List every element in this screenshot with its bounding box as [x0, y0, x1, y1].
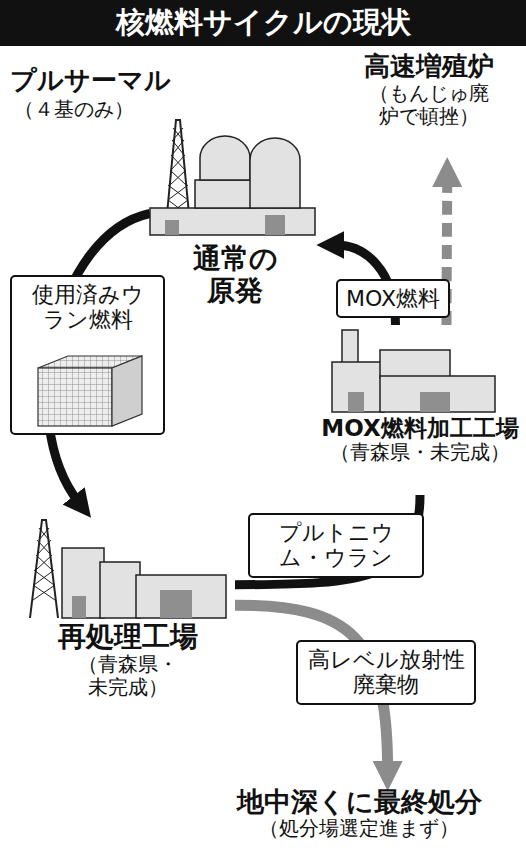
nuclear-plant-icon-part: [150, 208, 315, 235]
edge-label: プルトニウム・ウラン: [258, 520, 414, 571]
reprocessing-plant-icon: [30, 520, 226, 618]
mox-plant-node: MOX燃料加工工場（青森県・未完成）: [318, 325, 522, 495]
node-note: （処分場選定進まず）: [259, 817, 459, 840]
mox-plant-icon: [332, 330, 495, 412]
reprocessing-node: 再処理工場（青森県・未完成）: [20, 515, 235, 720]
nuclear-plant-icon-part: [250, 138, 300, 208]
nuclear-plant-icon-part: [168, 128, 188, 215]
edge-label: MOX燃料: [346, 286, 440, 311]
reactor-node: 通常の原発: [150, 115, 320, 312]
fuel-assembly-icon-part: [112, 356, 142, 426]
plant-count-note: （４基のみ）: [14, 98, 134, 121]
mox-plant-icon-part: [420, 392, 450, 412]
node-note: （もんじゅ廃炉で頓挫）: [365, 82, 493, 128]
reprocessing-plant-icon-part: [62, 548, 104, 618]
nuclear-plant-icon-part: [165, 220, 179, 235]
mox-plant-icon-part: [380, 376, 495, 412]
nuclear-plant-icon-part: [265, 215, 285, 235]
node-heading: 再処理工場: [58, 621, 198, 653]
mox-plant-icon-part: [332, 362, 384, 412]
edge-label: 高レベル放射性廃棄物: [306, 647, 466, 698]
nuclear-plant-icon-part: [200, 136, 250, 180]
fuel-assembly-icon: [38, 356, 142, 426]
node-note: （青森県・未完成）: [74, 653, 182, 699]
plant-type-label: プルサーマル: [10, 66, 171, 96]
nuclear-plant-icon: [150, 120, 315, 235]
title-text: 核燃料サイクルの現状: [116, 3, 411, 43]
node-heading: 地中深くに最終処分: [237, 786, 482, 817]
node-note: （青森県・未完成）: [330, 441, 510, 464]
fast-breeder-node: 高速増殖炉（もんじゅ廃炉で頓挫）: [338, 52, 520, 162]
edge-label-box: 高レベル放射性廃棄物: [296, 640, 476, 705]
reprocessing-plant-icon-part: [160, 590, 192, 618]
spent-fuel-box-ground: [10, 275, 165, 435]
edge-label-box: MOX燃料: [336, 279, 450, 318]
mox-plant-icon-part: [380, 350, 450, 378]
edge-label-box: プルトニウム・ウラン: [248, 513, 424, 578]
mox-plant-icon-part: [342, 330, 358, 365]
fuel-assembly-icon-part: [38, 368, 112, 426]
disposal-node: 地中深くに最終処分（処分場選定進まず）: [200, 786, 518, 852]
title-bar: 核燃料サイクルの現状: [0, 0, 526, 46]
reprocessing-plant-icon-part: [100, 562, 140, 618]
node-heading: MOX燃料加工工場: [321, 415, 518, 441]
edge-label: 使用済みウラン燃料: [22, 282, 154, 333]
reprocessing-plant-icon-part: [33, 528, 55, 600]
reprocessing-plant-icon-part: [136, 575, 226, 618]
reprocessing-plant-icon-part: [30, 520, 58, 618]
node-heading: 高速増殖炉: [364, 52, 494, 82]
nuclear-plant-icon-part: [195, 180, 255, 208]
node-heading: 通常の原発: [189, 243, 281, 307]
spent-fuel-box-ground-part: [10, 275, 165, 435]
mox-plant-icon-part: [348, 392, 364, 412]
edge-label-box: 使用済みウラン燃料: [10, 275, 165, 435]
reprocessing-plant-icon-part: [72, 596, 86, 618]
